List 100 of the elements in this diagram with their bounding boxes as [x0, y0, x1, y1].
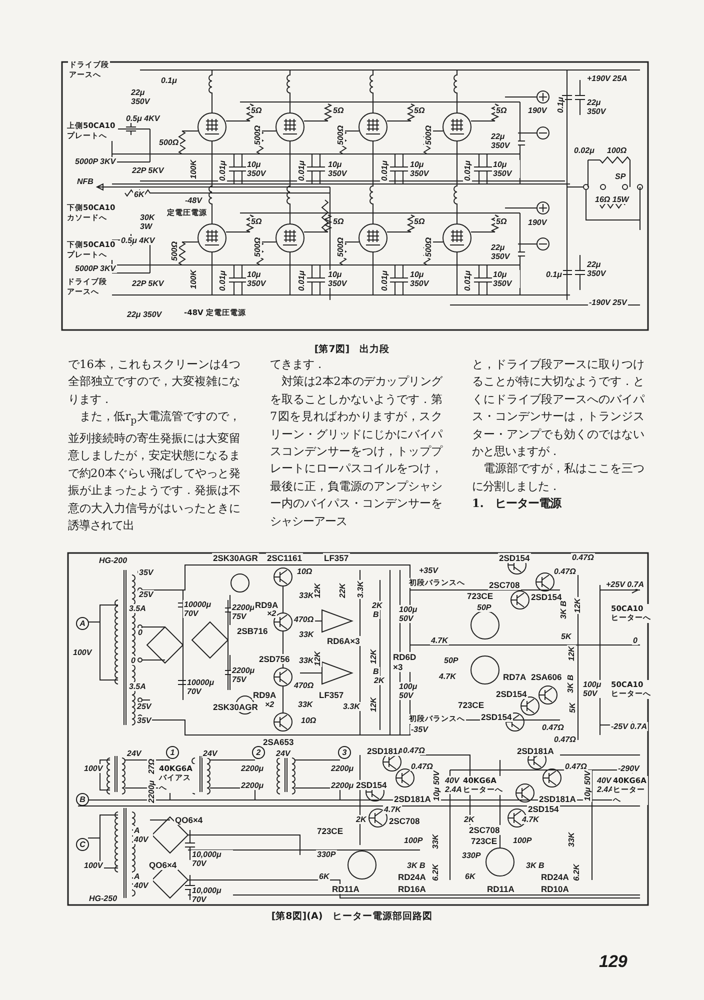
component-value: 0.5μ 4KV [125, 114, 161, 123]
component-value: 10Ω [296, 567, 314, 576]
part-number: 2SD154 [498, 553, 531, 563]
circled-label: B [76, 793, 89, 806]
component-value: 6.2K [431, 863, 440, 882]
component-value: 2K [371, 601, 384, 610]
component-value: 2K [463, 815, 476, 824]
part-number: 2SD154 [480, 712, 513, 722]
part-number: RD9A [252, 690, 278, 700]
component-value: 4.7K [430, 636, 449, 645]
component-value: 22μ 350V [490, 243, 518, 261]
component-value: 5000P 3KV [74, 157, 117, 166]
figure-caption: [第7図] 出力段 [313, 343, 391, 356]
component-value: 24V [202, 749, 218, 758]
component-value: B [372, 667, 380, 676]
part-number: 2SA653 [262, 737, 295, 747]
component-value: 6K [133, 190, 146, 199]
component-value: 35V [136, 716, 152, 725]
part-number: 723CE [316, 826, 344, 836]
part-number: 2SK30AGR [212, 553, 259, 563]
component-value: 500Ω [253, 236, 262, 258]
body-paragraph: で16本，これもスクリーンは4つ全部独立ですので，大変複雑になります． [68, 357, 240, 408]
component-value: 2200μ [330, 781, 355, 790]
component-value: B [372, 610, 380, 619]
component-value: -35V [410, 725, 429, 734]
component-value: 100Ω [606, 146, 628, 155]
component-value: 5K [560, 632, 572, 641]
part-number: 2SD181A [516, 746, 555, 756]
part-number: RD24A [540, 872, 570, 882]
component-value: 5Ω [250, 106, 263, 115]
part-number: 2SC708 [388, 816, 421, 826]
component-value: 10μ 50V [432, 770, 441, 802]
component-value: 10Ω [300, 716, 318, 725]
component-value: 10μ 50V [583, 770, 592, 802]
component-value: 33K [298, 656, 315, 665]
part-number: LF357 [323, 553, 350, 563]
component-value: 100V [72, 648, 93, 657]
component-value: 0.1μ [545, 270, 563, 279]
component-value: 5Ω [495, 217, 508, 226]
component-value: 35V [138, 568, 154, 577]
part-number: 2SD154 [530, 592, 563, 602]
section-heading: 1. ヒーター電源 [472, 495, 562, 512]
body-paragraph: 電源部ですが，私はここを三つに分割しました． [472, 461, 644, 495]
part-number: RD7A [502, 672, 528, 682]
component-value: 12K [369, 648, 378, 665]
part-number: 2SC708 [488, 580, 521, 590]
component-value: 100K [189, 268, 198, 290]
component-value: 12K [313, 582, 322, 599]
component-value: 500Ω [336, 236, 345, 258]
component-value: 100V [83, 764, 104, 773]
component-value: 0.47Ω [541, 723, 565, 732]
component-value: 10μ 350V [492, 160, 520, 178]
component-value: 22μ 350V [126, 310, 163, 319]
component-value: 500Ω [336, 124, 345, 146]
part-number: RD11A [486, 884, 516, 894]
component-value: 0.01μ [380, 160, 389, 182]
component-value: 3K B [525, 861, 546, 870]
component-value: 0.47Ω [553, 567, 577, 576]
component-value: 2200μ 75V [231, 666, 255, 684]
component-value: -48V [184, 196, 203, 205]
component-value: 5Ω [332, 217, 345, 226]
component-value: 50P [476, 603, 492, 612]
component-value: A 40V [133, 826, 153, 844]
component-value: 3.5A [128, 682, 147, 691]
component-value: 2200μ [147, 779, 156, 804]
component-value: 4.7K [383, 805, 402, 814]
part-number: 2SC1161 [266, 553, 303, 563]
component-value: 2K [355, 815, 368, 824]
component-value: 3K B [559, 600, 568, 620]
circled-label: 1 [166, 746, 179, 759]
component-value: 3.5A [128, 604, 147, 613]
component-value: 6K [464, 872, 476, 881]
circled-label: 3 [338, 746, 351, 759]
component-value: 190V [527, 106, 548, 115]
component-value: 33K [298, 591, 315, 600]
figure-caption: [第8図](A) ヒーター電源部回路図 [270, 910, 434, 923]
component-value: 5000P 3KV [74, 264, 117, 273]
component-value: 3.3K [356, 580, 365, 599]
circled-label: A [76, 617, 89, 630]
part-number: 723CE [470, 836, 498, 846]
component-value: 33K [567, 831, 576, 848]
component-value: NFB [76, 177, 94, 186]
component-value: 25V [136, 702, 152, 711]
part-number: QO6×4 [148, 860, 178, 870]
component-value: A 40V [133, 872, 153, 890]
part-number: 2SD154 [527, 804, 560, 814]
component-value: SP [614, 172, 627, 181]
component-value: 100P [512, 836, 533, 845]
component-value: 0.01μ [297, 270, 306, 292]
component-value: 500Ω [158, 138, 180, 147]
part-number: 723CE [457, 700, 485, 710]
component-value: +190V 25A [586, 74, 628, 83]
component-value: 5Ω [413, 217, 426, 226]
component-value: 4.7K [438, 672, 457, 681]
component-value: 0.01μ [218, 160, 227, 182]
component-value: 10,000μ 70V [191, 850, 233, 868]
component-value: ×2 [266, 609, 278, 618]
part-number: 2SA606 [530, 672, 563, 682]
component-value: 0.5μ 4KV [120, 236, 156, 245]
component-value: 0.47Ω [410, 762, 434, 771]
